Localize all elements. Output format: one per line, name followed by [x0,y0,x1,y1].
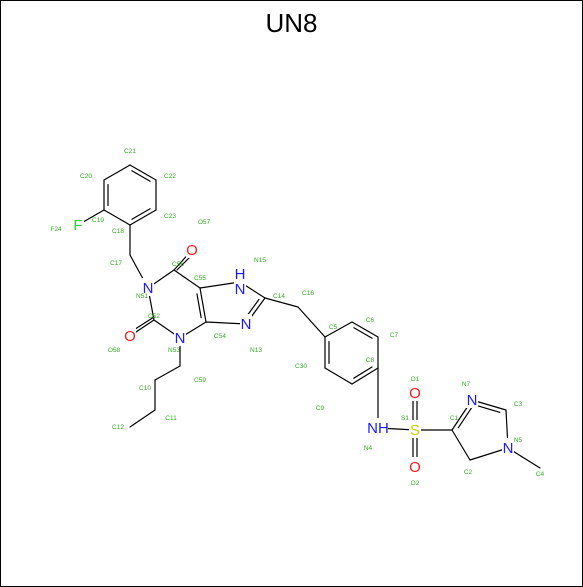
bond-C55-N15 [199,281,241,289]
label-backdrop [234,264,246,298]
element-label-o58: O [124,328,136,345]
element-label-o1: O [409,385,421,402]
atom-name-c7: C7 [390,332,399,339]
double-bond-C1-N7 [457,406,473,429]
element-label-s1: S [410,422,420,439]
double-bond-C8-C9 [353,366,373,379]
bond-C21-C22 [129,164,157,181]
atom-name-o57: O57 [198,219,211,226]
element-label-n5: N [503,440,514,457]
bond-N5-C2 [469,447,509,461]
element-label-n15: N [235,281,246,298]
atom-name-n13: N13 [250,347,262,354]
bond-C16-C5 [297,306,326,338]
atom-name-c3: C3 [514,401,523,408]
double-bond-N7-C3 [475,404,501,413]
double-bond-C55-C54 [196,293,202,319]
atom-name-o58: O58 [108,347,121,354]
element-label-n13: N [241,316,252,333]
element-label-n15: H [235,266,246,283]
atom-name-o1: O1 [411,376,420,383]
atom-name-c30: C30 [295,363,307,370]
label-backdrop [174,328,186,346]
atom-name-c9: C9 [316,405,325,412]
atom-name-c5: C5 [329,324,338,331]
atom-name-c54: C54 [214,333,226,340]
atom-name-c23: C23 [164,213,176,220]
atom-name-c20: C20 [80,173,92,180]
atom-name-c59: C59 [194,377,206,384]
bond-C2-C1 [451,429,471,461]
element-label-n7: N [467,392,478,409]
molecule-title: UN8 [265,8,318,38]
element-label-o2: O [409,459,421,476]
label-backdrop [466,390,478,408]
atom-name-c18: C18 [112,228,124,235]
atom-name-c10: C10 [139,385,151,392]
atom-name-c17: C17 [110,260,122,267]
atom-name-c16: C16 [302,290,314,297]
label-backdrop [409,420,421,438]
atom-name-c19: C19 [92,217,104,224]
atom-name-f24: F24 [50,226,62,233]
atom-name-c21: C21 [124,148,136,155]
atom-name-c56: C56 [172,261,184,268]
bond-C11-C12 [129,409,156,428]
element-label-o57: O [186,242,198,259]
atom-name-c14: C14 [273,293,285,300]
bond-C8-C9 [351,367,379,385]
element-label-n53: N [175,330,186,347]
element-label-f24: F [73,217,82,234]
double-bond-C23-C18 [131,208,151,220]
label-backdrop [409,457,421,475]
atom-name-c52: C52 [148,313,160,320]
label-backdrop [502,438,514,456]
double-bond-C6-C7 [353,327,373,339]
atom-name-c11: C11 [165,415,177,422]
bond-C5-C6 [324,321,353,338]
bond-C18-C19 [103,209,131,226]
bond-C59-C10 [154,365,181,381]
label-backdrop [409,383,421,401]
bond-C55-C54 [199,287,207,323]
label-backdrop [368,418,388,436]
atom-name-n5: N5 [514,437,523,444]
atom-name-s1: S1 [401,415,409,422]
atom-name-c1: C1 [450,415,459,422]
double-bond-C21-C22 [131,170,151,182]
bond-C20-C21 [103,164,131,181]
bond-C6-C7 [351,321,379,338]
label-backdrop [240,314,252,332]
bond-C14-C16 [264,297,299,308]
atom-name-n4: N4 [364,445,373,452]
atom-name-c12: C12 [112,424,124,431]
bond-C23-C18 [129,209,157,226]
atom-name-c22: C22 [164,173,176,180]
label-backdrop [142,278,154,296]
atom-name-n15: N15 [254,257,266,264]
atom-name-c6: C6 [366,317,375,324]
atom-name-n53: N53 [168,347,180,354]
atom-name-o2: O2 [411,480,420,487]
atom-name-c55: C55 [194,275,206,282]
bond-C56-C55 [173,269,201,289]
atom-name-n7: N7 [462,381,471,388]
atom-name-c4: C4 [536,471,545,478]
element-label-n4: NH [367,420,389,437]
bond-C9-C30 [324,367,353,385]
label-backdrop [72,215,84,233]
element-label-n51: N [143,280,154,297]
atom-name-c2: C2 [464,469,473,476]
bond-N13-C54 [205,321,247,325]
label-backdrop [124,326,136,344]
atom-name-c8: C8 [366,357,375,364]
label-backdrop [186,240,198,258]
atom-name-n51: N51 [136,293,148,300]
